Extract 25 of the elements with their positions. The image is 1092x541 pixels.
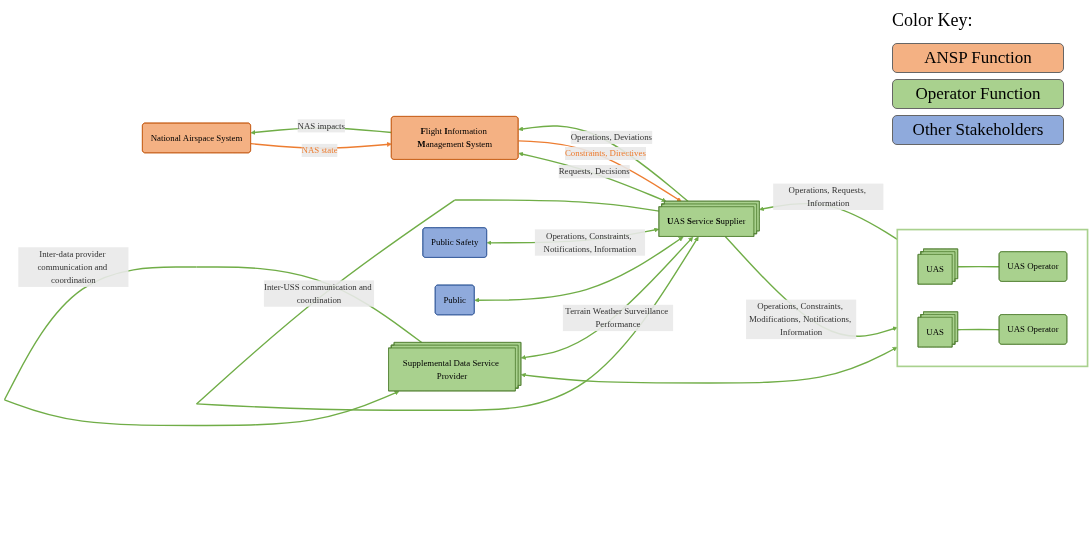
connector: [957, 328, 1001, 330]
edge-label: Operations, Requests, Information: [788, 184, 866, 208]
legend-heading: Color Key:: [892, 10, 973, 31]
arrow: [195, 198, 699, 411]
edge-label: Operations, Deviations: [570, 131, 653, 142]
edge-label: NAS state: [301, 144, 338, 155]
arrow: [520, 346, 898, 384]
edge-label: Inter-USS communication and coordination: [264, 281, 372, 305]
arrow: [517, 139, 682, 202]
legend-text: ANSP Function: [924, 48, 1032, 68]
legend-text: Operator Function: [915, 84, 1041, 104]
edge-label: Constraints, Directives: [564, 148, 646, 158]
edge-label: Operations, Constraints, Modifications, Notifications, Information: [748, 300, 852, 337]
arrow: [521, 236, 694, 360]
edge-label: Inter-data provider communication and coordination: [37, 248, 108, 285]
arrow: [518, 124, 689, 202]
arrow: [474, 236, 684, 303]
arrow: [518, 151, 667, 202]
connector: [957, 265, 1001, 268]
legend-text: Other Stakeholders: [912, 120, 1044, 140]
edge-label: Terrain Weather Surveillance Performance: [565, 305, 669, 329]
edge-label: Operations, Constraints, Notifications, Information: [543, 230, 637, 254]
edge-label: NAS impacts: [297, 120, 345, 130]
edge-label: Requests, Decisions: [558, 166, 630, 176]
cluster: [896, 228, 1089, 367]
